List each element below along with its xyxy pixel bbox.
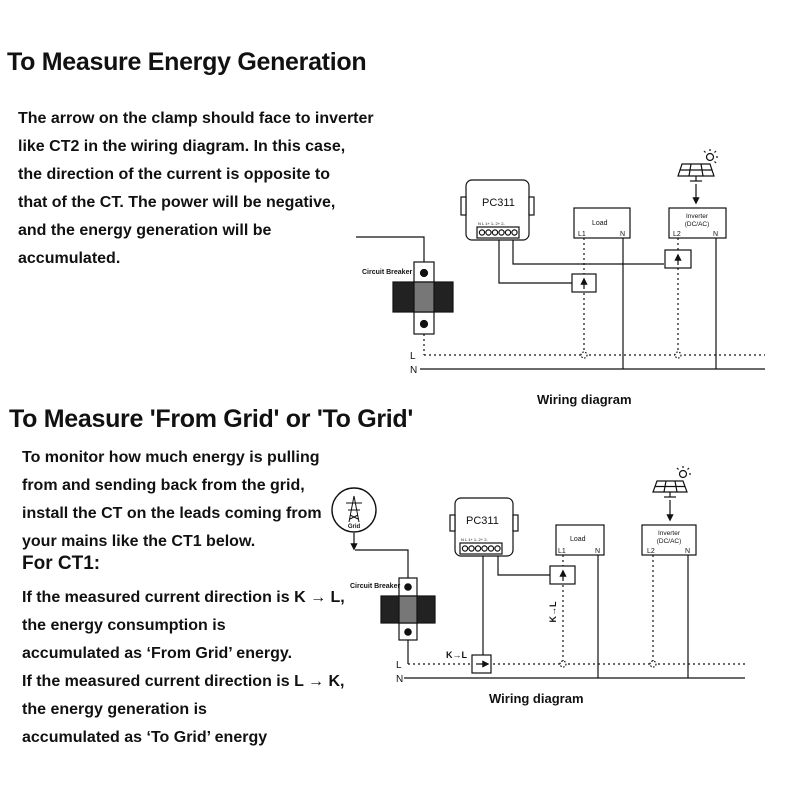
paragraph-line: accumulated. [18,250,121,267]
paragraph-line: The arrow on the clamp should face to in… [18,110,374,127]
section2-paragraph: To monitor how much energy is pulling fr… [22,444,322,556]
kl-horizontal-label: K→L [446,650,467,660]
paragraph-line: install the CT on the leads coming from [22,505,322,522]
section2-title: To Measure 'From Grid' or 'To Grid' [9,405,414,433]
inverter-label-2b: (DC/AC) [657,538,682,545]
load-ct-lead-wire [497,556,550,576]
inverter-l-label-2: L2 [647,548,655,555]
paragraph-line: and the energy generation will be [18,222,272,239]
ct1-lead-wire [498,240,572,284]
section1-paragraph: The arrow on the clamp should face to in… [18,105,374,273]
l-line-label-1: L [410,351,416,362]
inverter-label-1b: (DC/AC) [685,221,710,228]
inverter-label-1a: Inverter [686,213,709,220]
detail-line: accumulated as ‘To Grid’ energy [22,729,268,746]
paragraph-line: your mains like the CT1 below. [22,533,256,550]
load-l-label-2: L1 [558,548,566,555]
detail-line: If the measured current direction is K →… [22,589,345,606]
load-label-2: Load [570,536,586,543]
inverter-n-label-2: N [685,548,690,555]
inverter-box-1 [668,207,727,239]
grid-label: Grid [348,524,361,530]
inverter-l-label-1: L2 [673,231,681,238]
load-n-label-2: N [595,548,600,555]
detail-line: If the measured current direction is L →… [22,673,345,690]
section2-subheading: For CT1: [22,553,101,574]
paragraph-line: like CT2 in the wiring diagram. In this … [18,138,346,155]
grid-tower-icon [331,487,377,533]
inverter-label-2a: Inverter [658,530,681,537]
paragraph-line: that of the CT. The power will be negati… [18,194,336,211]
breaker-label-2: Circuit Breaker [350,583,400,590]
inverter-n-label-1: N [713,231,718,238]
pc311-device-1 [460,179,535,241]
solar-panel-icon-2 [652,466,691,498]
n-line-label-2: N [396,674,403,685]
section1-title: To Measure Energy Generation [7,48,367,76]
diagram-caption-1: Wiring diagram [537,392,632,407]
mains-feed-wire-2 [355,549,409,578]
inverter-box-2 [641,524,697,556]
paragraph-line: from and sending back from the grid, [22,477,305,494]
kl-vertical-label: K→L [548,601,558,622]
terminal-labels-2: N L 1+ 1- 2+ 2- [461,537,488,542]
paragraph-line: To monitor how much energy is pulling [22,449,320,466]
wiring-diagram-1 [356,149,765,370]
load-l-label-1: L1 [578,231,586,238]
solar-panel-icon [677,149,718,182]
breaker-label-1: Circuit Breaker [362,269,412,276]
detail-line: accumulated as ‘From Grid’ energy. [22,645,293,662]
n-line-label-1: N [410,365,417,376]
circuit-breaker-1 [392,261,454,335]
mains-feed-wire [356,236,425,262]
terminal-labels-1: N L 1+ 1- 2+ 2- [478,221,505,226]
load-n-label-1: N [620,231,625,238]
load-box-1 [573,207,631,239]
detail-line: the energy consumption is [22,617,226,634]
l-line-label-2: L [396,660,402,671]
load-box-2 [555,524,605,556]
section2-details: If the measured current direction is K →… [22,584,345,752]
detail-line: the energy generation is [22,701,207,718]
pc311-label-1: PC311 [482,197,515,209]
pc311-label-2: PC311 [466,515,499,527]
ct2-lead-wire [512,240,664,265]
diagram-caption-2: Wiring diagram [489,691,584,706]
load-label-1: Load [592,220,608,227]
paragraph-line: the direction of the current is opposite… [18,166,331,183]
wiring-diagram-2 [331,466,745,679]
pc311-device-2 [449,497,519,557]
